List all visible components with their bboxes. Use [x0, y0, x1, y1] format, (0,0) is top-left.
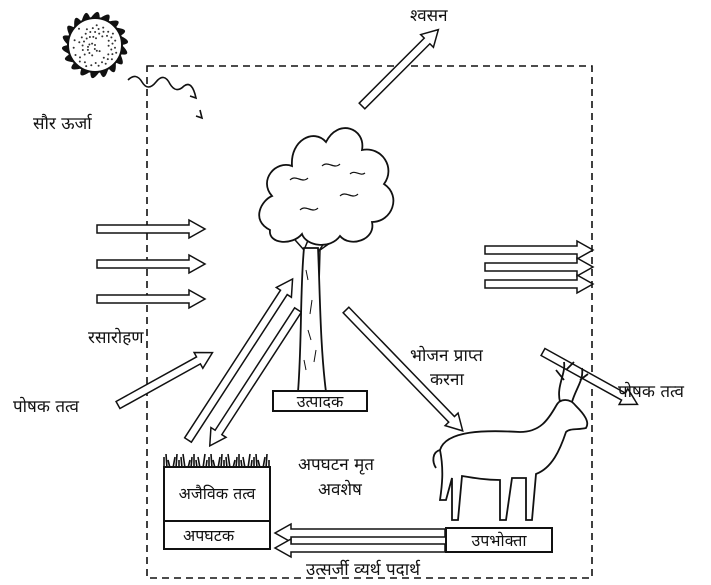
sun-dot [81, 44, 84, 47]
sun-dot [107, 30, 110, 33]
energy-in-arrow-1 [96, 219, 206, 239]
abiotic-elements-label: अजैविक तत्व [178, 484, 256, 503]
solar-energy-wave-arrow [127, 75, 204, 120]
sun-dot [85, 37, 88, 40]
energy-in-arrow-3 [96, 289, 206, 309]
sun-dot [81, 49, 84, 51]
sun-dot [92, 35, 95, 38]
decomposer-label: अपघटक [183, 526, 235, 545]
sun-dot [90, 64, 93, 67]
ecosystem-boundary [146, 65, 593, 579]
sun-dot [111, 32, 114, 35]
nutrients-in-label: पोषक तत्व [13, 397, 79, 417]
sun-dot [94, 31, 97, 33]
sun-dot [95, 37, 97, 40]
sun-dot [110, 36, 113, 39]
consumer-label: उपभोक्ता [471, 531, 527, 550]
waste-arrow-2 [273, 537, 446, 559]
sun-dot [78, 27, 80, 30]
sun-dot [95, 24, 98, 27]
energy-out-arrow-3 [484, 274, 594, 294]
waste-arrow-1 [273, 522, 446, 544]
sun-dot [101, 35, 104, 38]
ascent-arrow-up [183, 277, 294, 444]
consumer-box: उपभोक्ता [445, 527, 553, 553]
sun-dot [91, 54, 94, 57]
sun-dot [102, 30, 105, 33]
sun-dot [97, 64, 100, 67]
nutrients-out-label: पोषक तत्व [618, 382, 684, 402]
sun-dot [115, 51, 118, 54]
respiration-label: श्वसन [410, 6, 448, 26]
sun-dot [102, 56, 105, 59]
sun-dot [98, 32, 101, 35]
producer-label: उत्पादक [296, 392, 344, 411]
grass-blades [163, 453, 270, 469]
sun-dot [97, 28, 100, 30]
food-arrow [342, 306, 464, 432]
sun-dot [72, 46, 75, 49]
sun-icon [61, 11, 129, 79]
decomposition-label-line1: अपघटन मृत [298, 455, 374, 475]
sun-dot [111, 42, 114, 45]
producer-box: उत्पादक [272, 390, 368, 412]
sun-dot [91, 27, 94, 30]
sun-dot [80, 36, 83, 39]
tree-icon [258, 127, 395, 393]
abiotic-elements-box: अजैविक तत्व [163, 466, 271, 522]
sun-dot [86, 48, 89, 51]
sun-dot [89, 31, 92, 33]
sun-dot [73, 39, 76, 42]
sun-dot [95, 49, 98, 52]
sun-dot [88, 52, 91, 54]
sun-dot [104, 62, 107, 65]
sun-dot [93, 48, 96, 50]
sun-dot [106, 34, 108, 37]
sun-dot [94, 62, 97, 64]
energy-out-arrow-1 [484, 240, 594, 260]
sun-dot [79, 56, 81, 59]
sun-dot [83, 53, 86, 56]
sun-dot [102, 26, 105, 29]
decomposer-box: अपघटक [163, 520, 271, 550]
sun-dot [101, 61, 103, 64]
ascent-of-sap-label: रसारोहण [88, 328, 144, 348]
decomposition-label-line2: अवशेष [318, 480, 362, 500]
sun-dot [110, 48, 113, 51]
obtaining-food-label-line2: करना [430, 370, 464, 390]
sun-dot [91, 42, 94, 45]
solar-energy-label: सौर ऊर्जा [33, 114, 92, 134]
sun-dot [114, 46, 116, 49]
sun-dot [107, 44, 110, 47]
sun-dot [85, 28, 88, 31]
sun-dot [94, 44, 96, 46]
sun-dot [111, 53, 114, 56]
sun-dot [106, 58, 109, 61]
excretory-waste-label: उत्सर्जी व्यर्थ पदार्थ [306, 560, 420, 580]
respiration-arrow [354, 22, 446, 114]
sun-dot [87, 45, 89, 48]
sun-dot [88, 43, 91, 46]
ascent-arrow-down [208, 306, 303, 448]
obtaining-food-label-line1: भोजन प्राप्त [410, 346, 483, 366]
sun-dot [78, 60, 81, 63]
grass-icon [163, 453, 270, 469]
sun-dot [114, 39, 117, 42]
sun-dot [107, 39, 110, 42]
sun-dot [98, 50, 101, 53]
nutrients-in-arrow [112, 344, 218, 414]
sun-dot [83, 40, 85, 43]
sun-dot [74, 54, 77, 56]
sun-dot [88, 36, 91, 38]
deer-icon [432, 361, 589, 521]
energy-out-arrow-2 [484, 257, 594, 277]
sun-dot [83, 61, 86, 64]
sun-dot [110, 58, 113, 61]
sun-dot [78, 41, 81, 44]
sun-dot [85, 65, 88, 68]
energy-in-arrow-2 [96, 254, 206, 274]
sun-dot [84, 32, 87, 35]
sun-dot [107, 53, 110, 56]
